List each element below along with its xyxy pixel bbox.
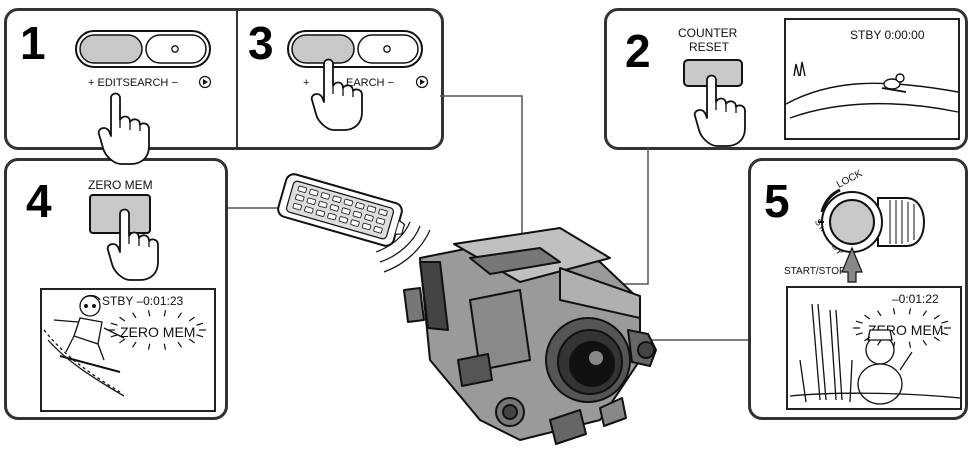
remote-key — [309, 188, 319, 197]
zero-mem-flash-marks-step4 — [108, 310, 206, 350]
skier-illustration — [43, 294, 125, 397]
remote-key — [341, 207, 351, 215]
step-number-3: 3 — [248, 17, 274, 69]
flash-ray — [188, 316, 195, 322]
flash-ray — [877, 339, 882, 346]
flash-ray — [877, 310, 882, 317]
flash-ray — [147, 310, 151, 317]
remote-key — [315, 209, 326, 217]
flash-ray — [110, 334, 118, 338]
step2-snow-scene — [785, 61, 959, 119]
flash-ray — [933, 336, 940, 342]
panel-divider — [236, 10, 238, 148]
review-button-icon — [198, 75, 212, 89]
flash-ray — [892, 341, 896, 348]
editsearch-rocker-switch-step3 — [287, 30, 423, 68]
flash-ray — [110, 322, 118, 326]
zero-mem-button-label: ZERO MEM — [88, 178, 153, 192]
flash-ray — [132, 341, 137, 348]
remote-key — [352, 210, 363, 219]
remote-key — [329, 204, 340, 212]
flash-ray — [132, 312, 137, 319]
flash-ray — [908, 341, 912, 348]
remote-key — [366, 205, 377, 213]
remote-key — [320, 192, 331, 200]
step-number-5: 5 — [764, 175, 790, 227]
flash-ray — [147, 343, 151, 350]
step-number-1: 1 — [20, 17, 46, 69]
connector-step3-to-camera — [440, 95, 523, 256]
remote-key — [297, 185, 307, 193]
remote-key — [327, 212, 337, 221]
remote-key — [373, 226, 383, 234]
infrared-signal-icon — [375, 221, 431, 273]
flash-ray — [922, 339, 927, 346]
flash-ray — [933, 314, 940, 320]
step4-viewfinder-screen: STBY –0:01:23 ZERO MEM — [40, 288, 216, 412]
mode-dial-with-start-stop — [818, 188, 926, 283]
remote-key — [378, 208, 388, 217]
flash-ray — [892, 308, 896, 315]
editsearch-label: + EDITSEARCH − — [88, 77, 178, 89]
remote-key — [361, 222, 372, 231]
step4-screen-counter: STBY –0:01:23 — [102, 294, 184, 308]
editsearch-rocker-switch-step1 — [75, 30, 211, 68]
step2-screen-counter: STBY 0:00:00 — [850, 28, 925, 42]
flash-ray — [163, 310, 167, 317]
remote-key — [292, 202, 302, 211]
snowman-illustration — [789, 303, 961, 405]
step2-viewfinder-screen: STBY 0:00:00 — [784, 18, 960, 140]
remote-key — [306, 197, 316, 205]
remote-key — [304, 206, 314, 214]
flash-ray — [177, 312, 182, 319]
pointing-hand-icon-step1 — [97, 92, 150, 165]
flash-ray — [119, 338, 126, 344]
remote-key — [295, 194, 305, 202]
flash-ray — [196, 322, 204, 326]
flash-ray — [196, 334, 204, 338]
step5-screen-counter: –0:01:22 — [892, 292, 939, 306]
remote-key — [318, 200, 328, 209]
editsearch-label-right: EARCH − — [346, 77, 394, 89]
flash-ray — [908, 308, 912, 315]
pointing-hand-icon-step3 — [310, 58, 363, 131]
camcorder-illustration — [403, 227, 657, 445]
remote-key — [338, 216, 349, 224]
step-number-4: 4 — [26, 175, 52, 227]
flash-ray — [188, 338, 195, 344]
flash-ray — [163, 343, 167, 350]
flash-ray — [864, 314, 871, 320]
remote-key — [375, 217, 386, 225]
remote-key — [332, 195, 342, 203]
flash-ray — [941, 320, 949, 324]
flash-ray — [177, 341, 182, 348]
remote-key — [350, 219, 360, 227]
remote-key — [355, 202, 365, 210]
step-number-2: 2 — [625, 25, 651, 77]
remote-key — [343, 198, 354, 207]
remote-control-illustration — [277, 173, 406, 247]
flash-ray — [864, 336, 871, 342]
flash-ray — [855, 320, 863, 324]
editsearch-label-left: + — [303, 77, 310, 89]
zero-mem-flash-marks-step5 — [853, 308, 951, 348]
flash-ray — [941, 332, 949, 336]
counter-reset-label-line2: RESET — [689, 40, 730, 54]
review-button-icon — [415, 75, 429, 89]
flash-ray — [855, 332, 863, 336]
remote-key — [364, 214, 374, 222]
step4-zero-mem-flash: ZERO MEM — [120, 324, 196, 340]
start-stop-label: START/STOP — [784, 266, 846, 277]
flash-ray — [119, 316, 126, 322]
flash-ray — [922, 310, 927, 317]
counter-reset-label-line1: COUNTER — [678, 26, 738, 40]
